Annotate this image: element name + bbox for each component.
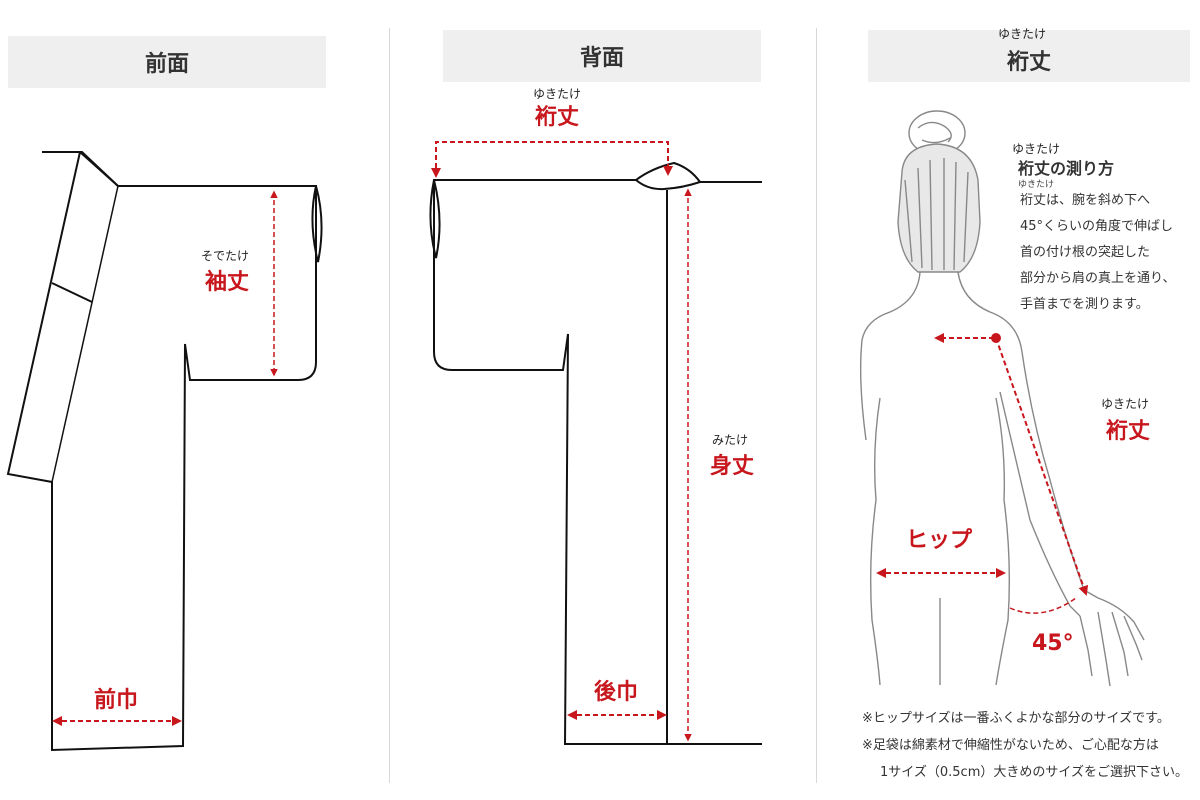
note-hip: ※ヒップサイズは一番ふくよかな部分のサイズです。	[862, 711, 1170, 726]
back-panel-header: 背面	[443, 30, 761, 82]
ushirohaba-label: 後巾	[594, 680, 639, 705]
front-title: 前面	[144, 52, 189, 77]
mitake-label: 身丈	[710, 454, 755, 479]
neck-point-dot	[991, 333, 1001, 343]
howto-line: 45°くらいの角度で伸ばし	[1020, 219, 1174, 234]
yuki-title: 裄丈	[1006, 50, 1051, 75]
divider-left	[389, 28, 390, 783]
figure-outline	[859, 110, 1145, 687]
divider-right	[816, 28, 817, 783]
howto-text: 裄丈は、腕を斜め下へ 45°くらいの角度で伸ばし 首の付け根の突起した 部分から…	[1020, 188, 1175, 318]
sode-label: 袖丈	[205, 270, 250, 295]
note-material: ※足袋は綿素材で伸縮性がないため、ご心配な方は	[862, 738, 1159, 753]
howto-title: 裄丈の測り方	[1018, 159, 1115, 178]
back-title: 背面	[579, 46, 624, 71]
front-measure-lines	[52, 190, 278, 726]
howto-line: 部分から肩の真上を通り、	[1020, 271, 1176, 286]
maehaba-label: 前巾	[94, 688, 139, 713]
yuki-back-label: 裄丈	[535, 105, 580, 130]
howto-line: 手首までを測ります。	[1020, 297, 1149, 312]
angle-label: 45°	[1032, 631, 1074, 656]
yuki-body-ruby: ゆきたけ	[1101, 397, 1150, 411]
yuki-back-ruby: ゆきたけ	[533, 87, 582, 101]
back-measure-lines	[431, 141, 692, 742]
yuki-body-label: 裄丈	[1106, 419, 1151, 444]
yuki-title-ruby: ゆきたけ	[998, 27, 1047, 41]
front-kimono-outline	[6, 151, 323, 752]
howto-line: 首の付け根の突起した	[1020, 245, 1151, 260]
note-size: 1サイズ（0.5cm）大きめのサイズをご選択下さい。	[880, 765, 1188, 780]
howto-line: 裄丈は、腕を斜め下へ	[1020, 193, 1151, 208]
hip-label: ヒップ	[906, 528, 973, 553]
sode-ruby: そでたけ	[201, 249, 250, 263]
yuki-panel-header: 裄丈	[868, 30, 1190, 82]
howto-line1-ruby: ゆきたけ	[1018, 180, 1055, 190]
mitake-ruby: みたけ	[712, 433, 749, 447]
howto-title-ruby: ゆきたけ	[1012, 142, 1061, 156]
figure-measure-lines	[876, 333, 1089, 614]
front-panel-header: 前面	[8, 36, 326, 88]
